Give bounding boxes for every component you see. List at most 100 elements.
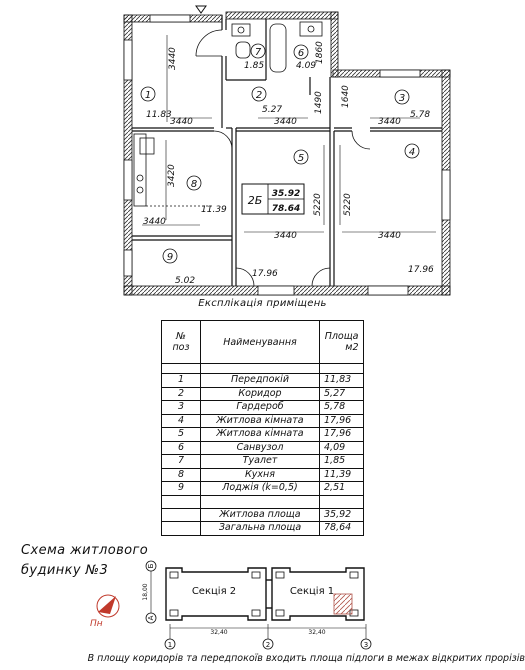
header-name: Найменування: [200, 320, 320, 364]
axis-b: Б: [147, 563, 155, 568]
room-area-5: 17.96: [252, 269, 278, 279]
total-name: Житлова площа: [200, 507, 320, 522]
cell-area: 1,85: [319, 454, 364, 469]
room-number-6: 6: [298, 48, 304, 59]
building-scheme: Пн Б А 18,00 Секція 2 Секція 1 32,40 32,…: [90, 560, 372, 650]
highlighted-apartment: [333, 593, 353, 615]
room-number-1: 1: [145, 90, 151, 101]
dim-label-vertical: 1490: [314, 91, 324, 114]
scheme-title-line1: Схема житлового: [21, 543, 149, 558]
dim-height: 18,00: [142, 583, 149, 600]
cell-area: 17,96: [319, 427, 364, 442]
table-row-spacer: [161, 363, 364, 374]
room-area-3: 5.78: [410, 110, 430, 120]
cell-name: Коридор: [200, 386, 320, 401]
cell-number: 7: [161, 454, 201, 469]
apartment-type: 2Б: [248, 194, 263, 207]
table-row-spacer: [161, 494, 364, 509]
room-area-6: 4.09: [296, 61, 316, 71]
cell-number: 6: [161, 440, 201, 455]
section-2-label: Секція 2: [192, 585, 236, 597]
explication-title: Експлікація приміщень: [198, 298, 327, 309]
axis-3: 3: [364, 641, 368, 649]
cell-area: 11,83: [319, 373, 364, 388]
room-area-1: 11.83: [146, 110, 172, 120]
cell-area: 2,51: [319, 481, 364, 496]
cell-area: 11,39: [319, 467, 364, 482]
cell-number: 8: [161, 467, 201, 482]
dim-label: 3440: [378, 231, 401, 241]
dim-label: 3440: [378, 117, 401, 127]
north-arrow-icon: [96, 594, 120, 618]
dim-width-2: 32,40: [308, 629, 325, 636]
axis-a: А: [147, 615, 155, 620]
floor-plan-drawing: 1 2 3 4 5 6 7 8 9 11.83 5.27 5.78 17.96 …: [123, 5, 451, 296]
cell-number: 5: [161, 427, 201, 442]
room-area-2: 5.27: [262, 105, 282, 115]
room-number-circles: [140, 43, 420, 264]
table-header-row: № поз Найменування Площа м2: [161, 320, 364, 364]
dim-label-vertical: 5220: [343, 193, 353, 216]
cell-name: Житлова кімната: [200, 427, 320, 442]
header-area: Площа м2: [319, 320, 364, 364]
axis-1: 1: [168, 641, 172, 649]
entrance-marker: [195, 5, 207, 14]
room-number-9: 9: [167, 252, 173, 263]
room-number-5: 5: [298, 153, 304, 164]
dim-label: 3440: [143, 217, 166, 227]
dim-width-1: 32,40: [210, 629, 227, 636]
scheme-title-line2: будинку №3: [21, 563, 109, 578]
room-number-4: 4: [409, 147, 415, 158]
total-area-stamp: 78.64: [272, 204, 300, 214]
dimension-lines: [142, 35, 436, 233]
building-outline: [165, 567, 365, 621]
room-area-4: 17.96: [408, 265, 434, 275]
axis-2: 2: [266, 641, 270, 649]
scheme-title: Схема житлового будинку №3: [21, 541, 148, 581]
cell-name: Кухня: [200, 467, 320, 482]
cell-name: Житлова кімната: [200, 413, 320, 428]
header-number: № поз: [161, 320, 201, 364]
room-area-7: 1.85: [244, 61, 264, 71]
dim-label-vertical: 3420: [167, 164, 177, 187]
room-number-8: 8: [191, 179, 197, 190]
section-1-label: Секція 1: [290, 585, 334, 597]
cell-area: 5,78: [319, 400, 364, 415]
building-details: [169, 571, 359, 617]
cell-area: 4,09: [319, 440, 364, 455]
cell-area: 17,96: [319, 413, 364, 428]
cell-area: 5,27: [319, 386, 364, 401]
cell-number: 1: [161, 373, 201, 388]
room-number-7: 7: [255, 47, 262, 58]
room-number-3: 3: [399, 93, 405, 104]
interior-walls: [132, 15, 442, 286]
cell-name: Передпокій: [200, 373, 320, 388]
room-area-8: 11.39: [201, 205, 227, 215]
cell-number: 4: [161, 413, 201, 428]
total-name: Загальна площа: [200, 521, 320, 536]
dim-label-vertical: 1860: [315, 41, 325, 64]
dim-label: 3440: [170, 117, 193, 127]
doors: [195, 29, 371, 287]
cell-name: Туалет: [200, 454, 320, 469]
fixtures: [133, 21, 323, 207]
cell-number: 9: [161, 481, 201, 496]
room-area-9: 5.02: [175, 276, 195, 286]
dim-label-vertical: 5220: [313, 193, 323, 216]
cell-number: 3: [161, 400, 201, 415]
cell-name: Санвузол: [200, 440, 320, 455]
total-area: 35,92: [319, 507, 364, 522]
room-number-2: 2: [256, 90, 262, 101]
